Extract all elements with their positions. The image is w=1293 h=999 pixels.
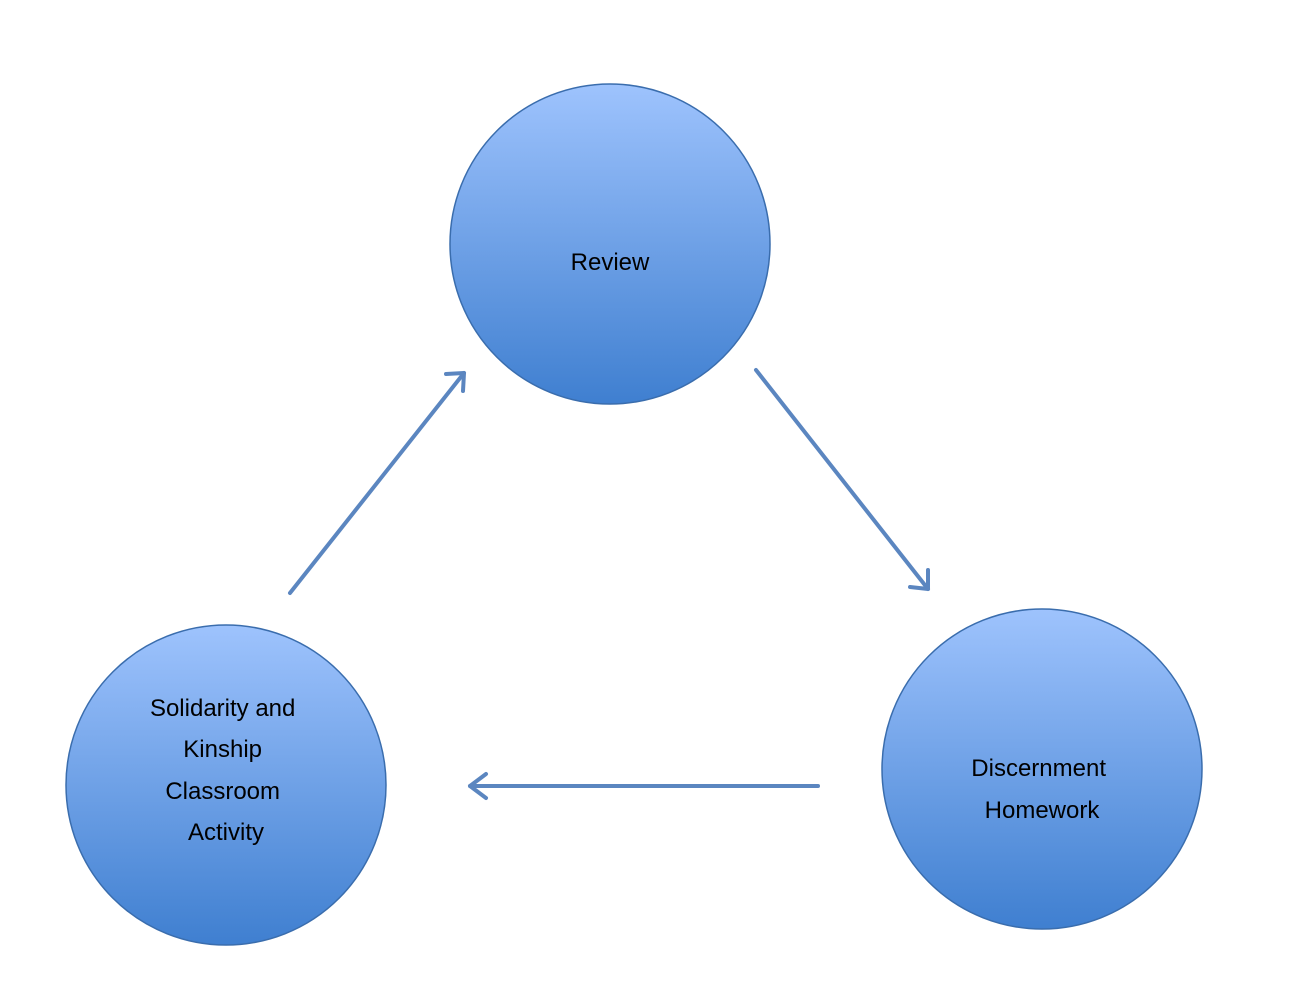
- node-solidarity-circle: [65, 624, 387, 946]
- node-solidarity: Solidarity and Kinship Classroom Activit…: [65, 624, 387, 946]
- node-solidarity-label-line: Activity: [188, 819, 264, 846]
- node-solidarity-label-line: Solidarity and: [150, 695, 295, 722]
- node-discernment-label-line: Homework: [985, 797, 1101, 824]
- node-solidarity-label: Solidarity and Kinship Classroom Activit…: [150, 695, 302, 846]
- edge-review-to-discernment: [754, 368, 930, 591]
- arrow-line: [288, 371, 466, 595]
- node-review-label-line: Review: [571, 249, 650, 276]
- arrow-head-icon: [908, 568, 930, 591]
- node-discernment-label-line: Discernment: [971, 755, 1106, 782]
- node-discernment: Discernment Homework: [881, 608, 1203, 930]
- arrow-line: [754, 368, 930, 591]
- arrow-head-icon: [444, 371, 466, 393]
- node-discernment-label: Discernment Homework: [971, 755, 1112, 824]
- node-discernment-circle: [881, 608, 1203, 930]
- node-review: Review: [449, 83, 771, 405]
- arrow-head-icon: [468, 772, 488, 800]
- node-review-circle: [449, 83, 771, 405]
- edge-solidarity-to-review: [288, 371, 466, 595]
- node-solidarity-label-line: Kinship: [183, 736, 262, 763]
- node-solidarity-label-line: Classroom: [165, 778, 280, 805]
- node-review-label: Review: [571, 249, 650, 276]
- edge-discernment-to-solidarity: [468, 772, 820, 800]
